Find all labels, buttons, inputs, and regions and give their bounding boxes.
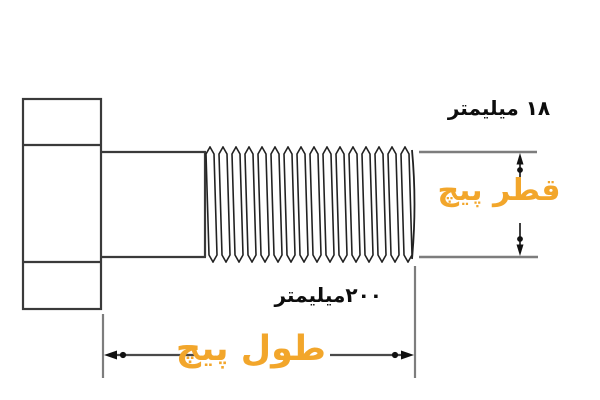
length-label-text: طول پیچ xyxy=(176,329,330,370)
arrow-right-icon xyxy=(401,350,414,360)
diameter-dimension-arrows xyxy=(516,153,524,256)
diameter-value-text: ۱۸ میلیمتر xyxy=(447,96,551,120)
arrow-up-icon xyxy=(516,153,524,165)
diameter-extension-lines xyxy=(419,150,538,259)
bolt-head xyxy=(21,97,103,311)
bolt-shank xyxy=(101,150,207,259)
length-value-text: ۲۰۰میلیمتر xyxy=(274,283,382,307)
bolt-threads xyxy=(205,146,416,263)
diameter-label-text: قطر پیچ xyxy=(437,173,561,208)
arrow-left-icon xyxy=(104,350,117,360)
arrow-down-icon xyxy=(516,244,524,256)
length-extension-lines xyxy=(101,266,417,378)
